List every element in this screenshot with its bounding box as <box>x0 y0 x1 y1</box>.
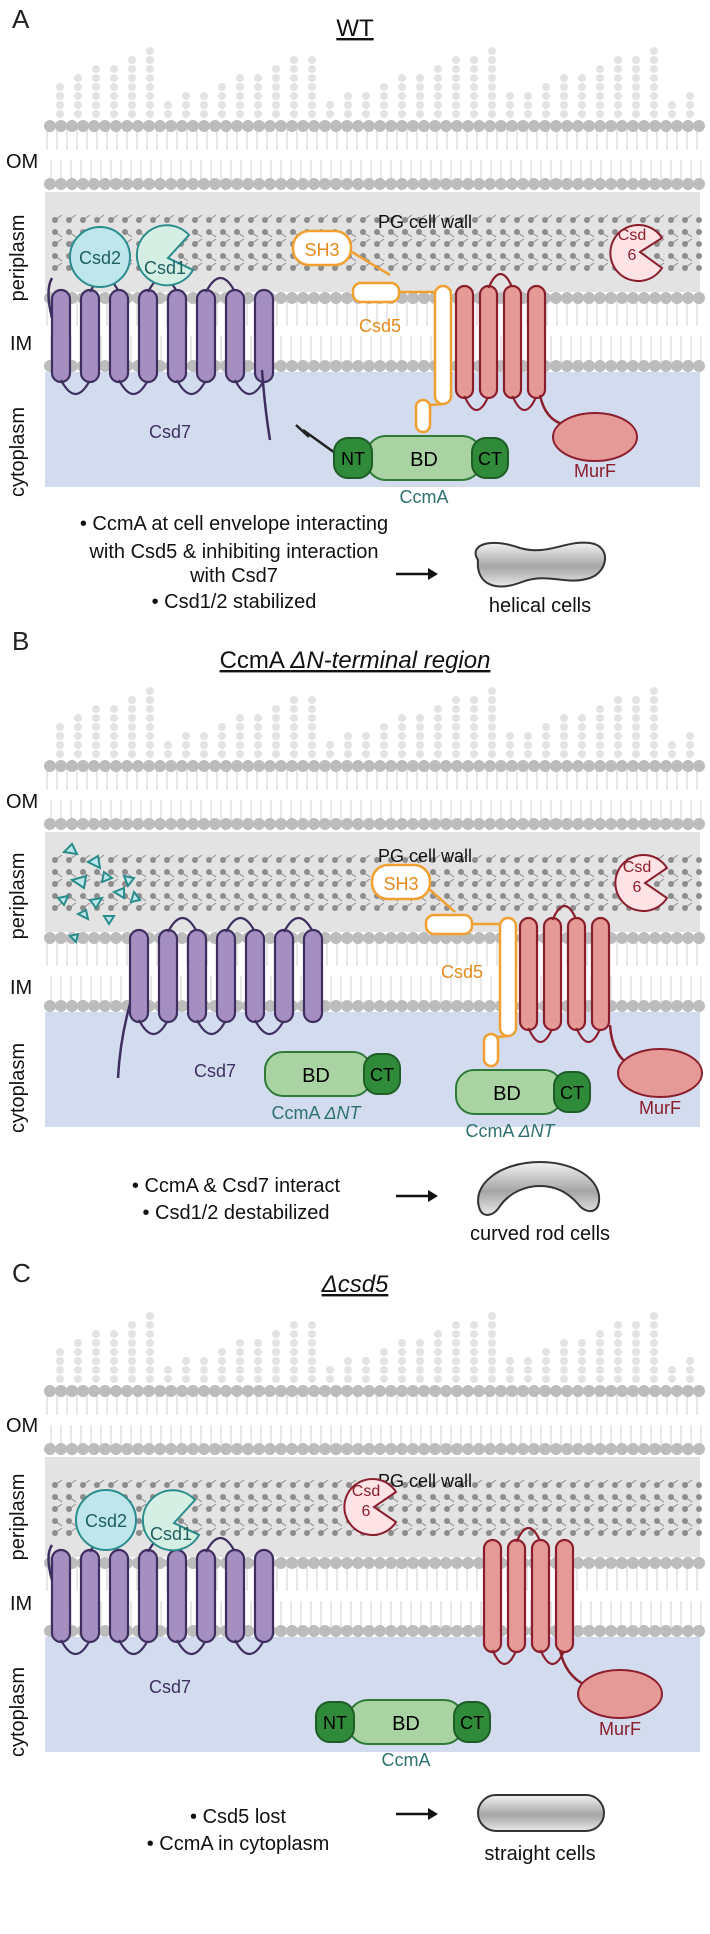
pg-label-a: PG cell wall <box>378 212 472 232</box>
csd1-label-c: Csd1 <box>150 1524 192 1544</box>
summary-line2-b: • Csd1/2 destabilized <box>142 1202 329 1224</box>
im-label-b: IM <box>10 977 32 999</box>
ccma-label-b1: CcmA ΔNT <box>271 1103 362 1123</box>
murf-label-b: MurF <box>639 1098 681 1118</box>
csd6-protein-c <box>343 1478 398 1536</box>
summary-line1-a: • CcmA at cell envelope interacting <box>80 513 388 535</box>
result-label-b: curved rod cells <box>470 1223 610 1245</box>
csd1-protein-c <box>141 1489 201 1552</box>
csd1-protein-a <box>135 224 195 287</box>
panel-title-a: WT <box>336 15 374 42</box>
csd5-label-b: Csd5 <box>441 962 483 982</box>
ct-label-a: CT <box>478 449 502 469</box>
red-tm-protein-c <box>482 1526 663 1719</box>
ct-label-b1: CT <box>370 1065 394 1085</box>
csd7-label-c: Csd7 <box>149 1677 191 1697</box>
csd2-protein-c <box>75 1489 137 1551</box>
csd6-label-line2-c: 6 <box>362 1503 371 1520</box>
ccma-label-a: CcmA <box>400 487 449 507</box>
csd7-protein-a <box>47 276 275 441</box>
panel-letter-a: A <box>12 4 30 34</box>
result-arrowhead-c <box>428 1808 438 1820</box>
ct-label-c: CT <box>460 1713 484 1733</box>
summary-line1-b: • CcmA & Csd7 interact <box>132 1175 341 1197</box>
bd-label-b2: BD <box>493 1083 521 1105</box>
csd5-protein-b <box>370 863 518 1068</box>
result-label-a: helical cells <box>489 595 591 617</box>
summary-line4-a: • Csd1/2 stabilized <box>152 591 317 613</box>
im-label-a: IM <box>10 333 32 355</box>
cytoplasm-label-b: cytoplasm <box>7 1043 29 1133</box>
csd6-label-line2-b: 6 <box>633 879 642 896</box>
csd7-protein-b <box>116 916 324 1079</box>
summary-line3-a: with Csd7 <box>189 565 278 587</box>
periplasm-label-c: periplasm <box>7 1474 29 1561</box>
csd5-label-a: Csd5 <box>359 316 401 336</box>
ct-label-b2: CT <box>560 1083 584 1103</box>
csd6-label-line1-b: Csd <box>623 859 651 876</box>
result-arrowhead-a <box>428 568 438 580</box>
panel-c: C Δcsd5 OM periplasm IM cytoplasm PG cel… <box>6 1258 705 1865</box>
ccma-protein-c <box>315 1699 491 1745</box>
csd7-label-b: Csd7 <box>194 1061 236 1081</box>
murf-label-c: MurF <box>599 1719 641 1739</box>
panel-title-b: CcmA ΔN-terminal region <box>220 647 491 674</box>
om-label-a: OM <box>6 151 38 173</box>
cytoplasm-label-c: cytoplasm <box>7 1667 29 1757</box>
bd-label-a: BD <box>410 449 438 471</box>
csd2-label-c: Csd2 <box>85 1511 127 1531</box>
result-arrowhead-b <box>428 1190 438 1202</box>
periplasm-label-b: periplasm <box>7 853 29 940</box>
csd7-label-a: Csd7 <box>149 422 191 442</box>
helical-cell-shape <box>474 541 606 588</box>
summary-line2-a: with Csd5 & inhibiting interaction <box>88 541 378 563</box>
red-tm-protein-a <box>454 272 638 462</box>
csd6-protein-b <box>614 854 669 912</box>
csd7-protein-c <box>47 1536 275 1656</box>
om-label-c: OM <box>6 1415 38 1437</box>
im-label-c: IM <box>10 1593 32 1615</box>
summary-line2-c: • CcmA in cytoplasm <box>147 1833 330 1855</box>
ccma-dnt-protein-b1 <box>264 1051 401 1097</box>
csd6-protein-a <box>609 224 664 282</box>
ccma-dnt-protein-b2 <box>455 1069 591 1115</box>
pg-label-c: PG cell wall <box>378 1471 472 1491</box>
csd6-label-line2-a: 6 <box>628 247 637 264</box>
panel-title-c: Δcsd5 <box>321 1271 389 1298</box>
panel-b: B CcmA ΔN-terminal region OM periplasm I… <box>6 626 705 1245</box>
summary-line1-c: • Csd5 lost <box>190 1806 286 1828</box>
curved-rod-cell-shape <box>477 1160 601 1216</box>
panel-a: A WT OM periplasm IM cytoplasm PG cell w… <box>6 4 705 617</box>
result-label-c: straight cells <box>484 1843 595 1865</box>
nt-label-a: NT <box>341 449 365 469</box>
csd6-label-line1-c: Csd <box>352 1483 380 1500</box>
bd-label-c: BD <box>392 1713 420 1735</box>
csd5-protein-a <box>291 229 453 434</box>
murf-label-a: MurF <box>574 461 616 481</box>
pg-label-b: PG cell wall <box>378 846 472 866</box>
csd2-label-a: Csd2 <box>79 248 121 268</box>
csd6-label-line1-a: Csd <box>618 227 646 244</box>
bd-label-b1: BD <box>302 1065 330 1087</box>
csd1-label-a: Csd1 <box>144 258 186 278</box>
ccma-label-c: CcmA <box>382 1750 431 1770</box>
sh3-label-b: SH3 <box>383 874 418 894</box>
red-tm-protein-b <box>518 904 703 1098</box>
ccma-label-b2: CcmA ΔNT <box>465 1121 556 1141</box>
degraded-csd1-csd2-fragments <box>56 842 142 944</box>
membrane-diagram-b <box>44 687 705 1127</box>
sh3-label-a: SH3 <box>304 240 339 260</box>
straight-cell-shape <box>477 1794 605 1832</box>
nt-label-c: NT <box>323 1713 347 1733</box>
csd2-protein-a <box>69 226 131 288</box>
panel-letter-b: B <box>12 626 29 656</box>
cytoplasm-label-a: cytoplasm <box>7 407 29 497</box>
periplasm-label-a: periplasm <box>7 215 29 302</box>
ccma-protein-a <box>333 435 509 481</box>
om-label-b: OM <box>6 791 38 813</box>
panel-letter-c: C <box>12 1258 31 1288</box>
